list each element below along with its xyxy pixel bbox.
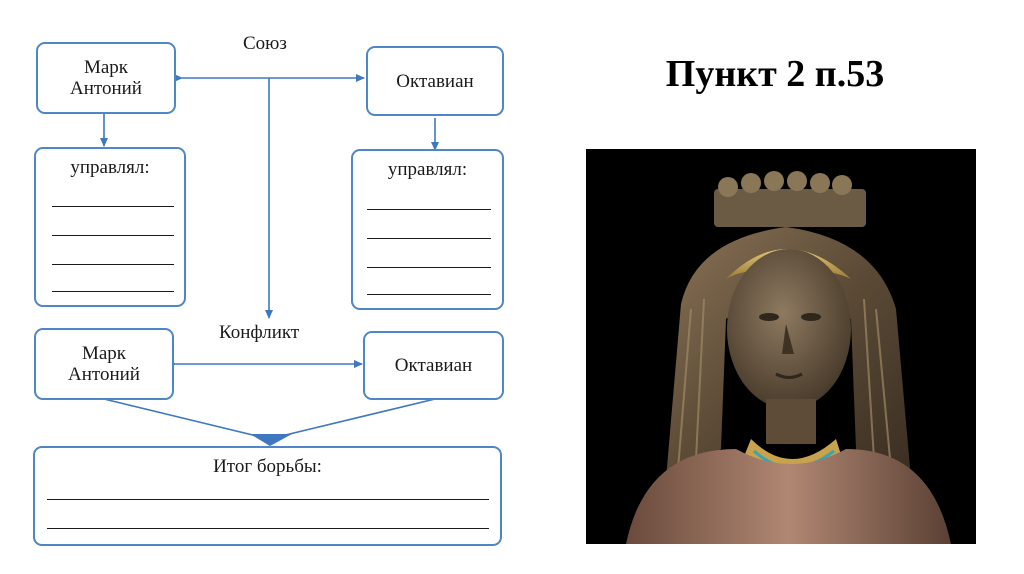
result-title: Итог борьбы:: [35, 456, 500, 478]
mark-antony-first-name: Марк: [68, 343, 140, 364]
mark-antony-box-bottom: Марк Антоний: [34, 328, 174, 400]
blank-line: [52, 264, 174, 265]
blank-line: [47, 528, 489, 529]
blank-line: [47, 499, 489, 500]
left-ruled-box: управлял:: [34, 147, 186, 307]
blank-line: [52, 206, 174, 207]
blank-line: [52, 235, 174, 236]
mark-antony-box-top: Марк Антоний: [36, 42, 176, 114]
left-ruled-title: управлял:: [36, 157, 184, 179]
right-converge-line: [273, 399, 435, 438]
conflict-label: Конфликт: [219, 322, 299, 344]
octavian-name: Октавиан: [396, 71, 473, 92]
cleopatra-statue-image: [586, 149, 976, 544]
blank-line: [367, 238, 491, 239]
blank-line: [367, 294, 491, 295]
mark-antony-last-name: Антоний: [70, 78, 142, 99]
right-ruled-box: управлял:: [351, 149, 504, 310]
right-ruled-title: управлял:: [353, 159, 502, 181]
slide-title: Пункт 2 п.53: [600, 52, 950, 96]
result-arrowhead: [250, 434, 292, 446]
left-converge-line: [104, 399, 265, 438]
mark-antony-last-name: Антоний: [68, 364, 140, 385]
blank-line: [52, 291, 174, 292]
alliance-label: Союз: [243, 33, 287, 55]
mark-antony-first-name: Марк: [70, 57, 142, 78]
octavian-name: Октавиан: [395, 355, 472, 376]
octavian-box-top: Октавиан: [366, 46, 504, 116]
result-box: Итог борьбы:: [33, 446, 502, 546]
blank-line: [367, 209, 491, 210]
statue-photo: [586, 149, 976, 544]
octavian-box-bottom: Октавиан: [363, 331, 504, 400]
blank-line: [367, 267, 491, 268]
